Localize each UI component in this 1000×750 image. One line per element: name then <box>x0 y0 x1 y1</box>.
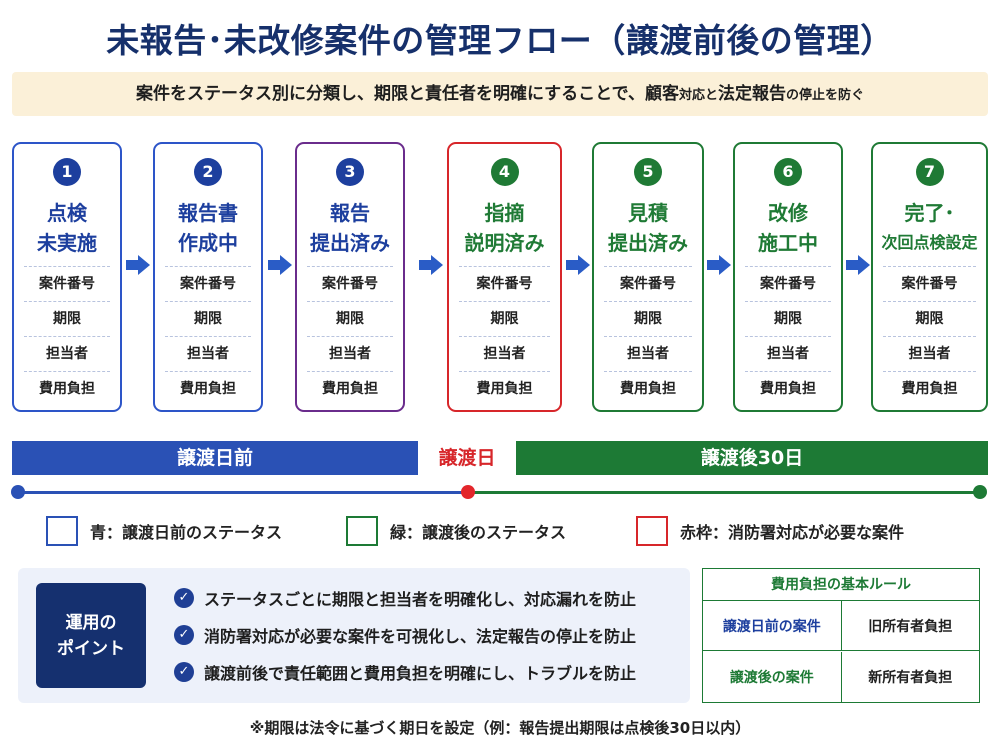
step-number-6: 6 <box>774 158 802 186</box>
field-cost: 費用負担 <box>24 371 110 405</box>
status-card-7: 7 完了･次回点検設定 案件番号 期限 担当者 費用負担 <box>871 142 988 412</box>
field-assignee: 担当者 <box>459 336 550 370</box>
legend-blue-swatch <box>46 516 78 546</box>
field-assignee: 担当者 <box>307 336 393 370</box>
timeline-end-dot <box>973 485 987 499</box>
status-card-3: 3 報告提出済み 案件番号 期限 担当者 費用負担 <box>295 142 405 412</box>
status-name-5: 見積提出済み <box>608 201 688 255</box>
field-case-number: 案件番号 <box>604 266 692 300</box>
operation-points-badge: 運用の ポイント <box>36 583 146 688</box>
field-cost: 費用負担 <box>459 371 550 405</box>
field-deadline: 期限 <box>883 301 976 335</box>
subtitle-part2: 対応と <box>678 88 718 103</box>
field-cost: 費用負担 <box>604 371 692 405</box>
field-deadline: 期限 <box>459 301 550 335</box>
timeline-line-after <box>468 491 980 494</box>
legend-green: 緑：譲渡後のステータス <box>346 516 566 546</box>
page-title: 未報告･未改修案件の管理フロー（譲渡前後の管理） <box>106 21 894 60</box>
status-name-7: 完了･次回点検設定 <box>881 201 978 252</box>
field-deadline: 期限 <box>165 301 251 335</box>
status-card-4: 4 指摘説明済み 案件番号 期限 担当者 費用負担 <box>447 142 562 412</box>
field-case-number: 案件番号 <box>883 266 976 300</box>
field-cost: 費用負担 <box>165 371 251 405</box>
field-case-number: 案件番号 <box>459 266 550 300</box>
legend-red-swatch <box>636 516 668 546</box>
status-name-1: 点検未実施 <box>37 201 97 255</box>
point-item: ✓ 消防署対応が必要な案件を可視化し、法定報告の停止を防止 <box>174 623 636 647</box>
point-item: ✓ 譲渡前後で責任範囲と費用負担を明確にし、トラブルを防止 <box>174 660 636 684</box>
field-deadline: 期限 <box>24 301 110 335</box>
check-icon: ✓ <box>174 662 194 682</box>
field-case-number: 案件番号 <box>745 266 831 300</box>
subtitle-part4: の停止を防ぐ <box>785 88 864 103</box>
operation-points-panel: 運用の ポイント ✓ ステータスごとに期限と担当者を明確化し、対応漏れを防止 ✓… <box>18 568 690 703</box>
step-number-2: 2 <box>194 158 222 186</box>
field-case-number: 案件番号 <box>307 266 393 300</box>
legend-green-swatch <box>346 516 378 546</box>
field-assignee: 担当者 <box>745 336 831 370</box>
legend-red: 赤枠：消防署対応が必要な案件 <box>636 516 904 546</box>
footnote: ※期限は法令に基づく期日を設定（例：報告提出期限は点検後30日以内） <box>249 719 751 737</box>
step-number-3: 3 <box>336 158 364 186</box>
field-assignee: 担当者 <box>24 336 110 370</box>
subtitle-banner: 案件をステータス別に分類し、期限と責任者を明確にすることで、顧客対応と法定報告の… <box>12 72 988 116</box>
field-case-number: 案件番号 <box>24 266 110 300</box>
point-item: ✓ ステータスごとに期限と担当者を明確化し、対応漏れを防止 <box>174 586 636 610</box>
field-assignee: 担当者 <box>165 336 251 370</box>
status-card-6: 6 改修施工中 案件番号 期限 担当者 費用負担 <box>733 142 843 412</box>
timeline-after-band: 譲渡後30日 <box>516 441 988 475</box>
step-number-1: 1 <box>53 158 81 186</box>
field-deadline: 期限 <box>745 301 831 335</box>
status-card-1: 1 点検未実施 案件番号 期限 担当者 費用負担 <box>12 142 122 412</box>
status-name-3: 報告提出済み <box>310 201 390 255</box>
timeline-before-band: 譲渡日前 <box>12 441 418 475</box>
check-icon: ✓ <box>174 588 194 608</box>
field-cost: 費用負担 <box>745 371 831 405</box>
field-deadline: 期限 <box>307 301 393 335</box>
table-row: 譲渡日前の案件 旧所有者負担 <box>703 601 979 651</box>
status-card-5: 5 見積提出済み 案件番号 期限 担当者 費用負担 <box>592 142 704 412</box>
status-name-6: 改修施工中 <box>758 201 818 255</box>
step-number-4: 4 <box>490 158 519 186</box>
timeline-line-before <box>18 491 468 494</box>
field-assignee: 担当者 <box>883 336 976 370</box>
step-number-5: 5 <box>634 158 662 186</box>
field-assignee: 担当者 <box>604 336 692 370</box>
timeline-transfer-dot <box>461 485 475 499</box>
cost-rules-table: 費用負担の基本ルール 譲渡日前の案件 旧所有者負担 譲渡後の案件 新所有者負担 <box>702 568 980 703</box>
timeline-transfer-day: 譲渡日 <box>438 447 496 469</box>
timeline-start-dot <box>11 485 25 499</box>
field-case-number: 案件番号 <box>165 266 251 300</box>
status-name-2: 報告書作成中 <box>178 201 238 255</box>
subtitle-part1: 案件をステータス別に分類し、期限と責任者を明確にすることで、顧客 <box>135 84 679 104</box>
step-number-7: 7 <box>915 158 944 186</box>
legend-blue: 青：譲渡日前のステータス <box>46 516 282 546</box>
field-cost: 費用負担 <box>307 371 393 405</box>
field-cost: 費用負担 <box>883 371 976 405</box>
check-icon: ✓ <box>174 625 194 645</box>
status-card-2: 2 報告書作成中 案件番号 期限 担当者 費用負担 <box>153 142 263 412</box>
subtitle-part3: 法定報告 <box>717 84 786 104</box>
table-row: 譲渡後の案件 新所有者負担 <box>703 652 979 702</box>
cost-rules-title: 費用負担の基本ルール <box>703 569 979 601</box>
field-deadline: 期限 <box>604 301 692 335</box>
status-name-4: 指摘説明済み <box>464 201 545 255</box>
